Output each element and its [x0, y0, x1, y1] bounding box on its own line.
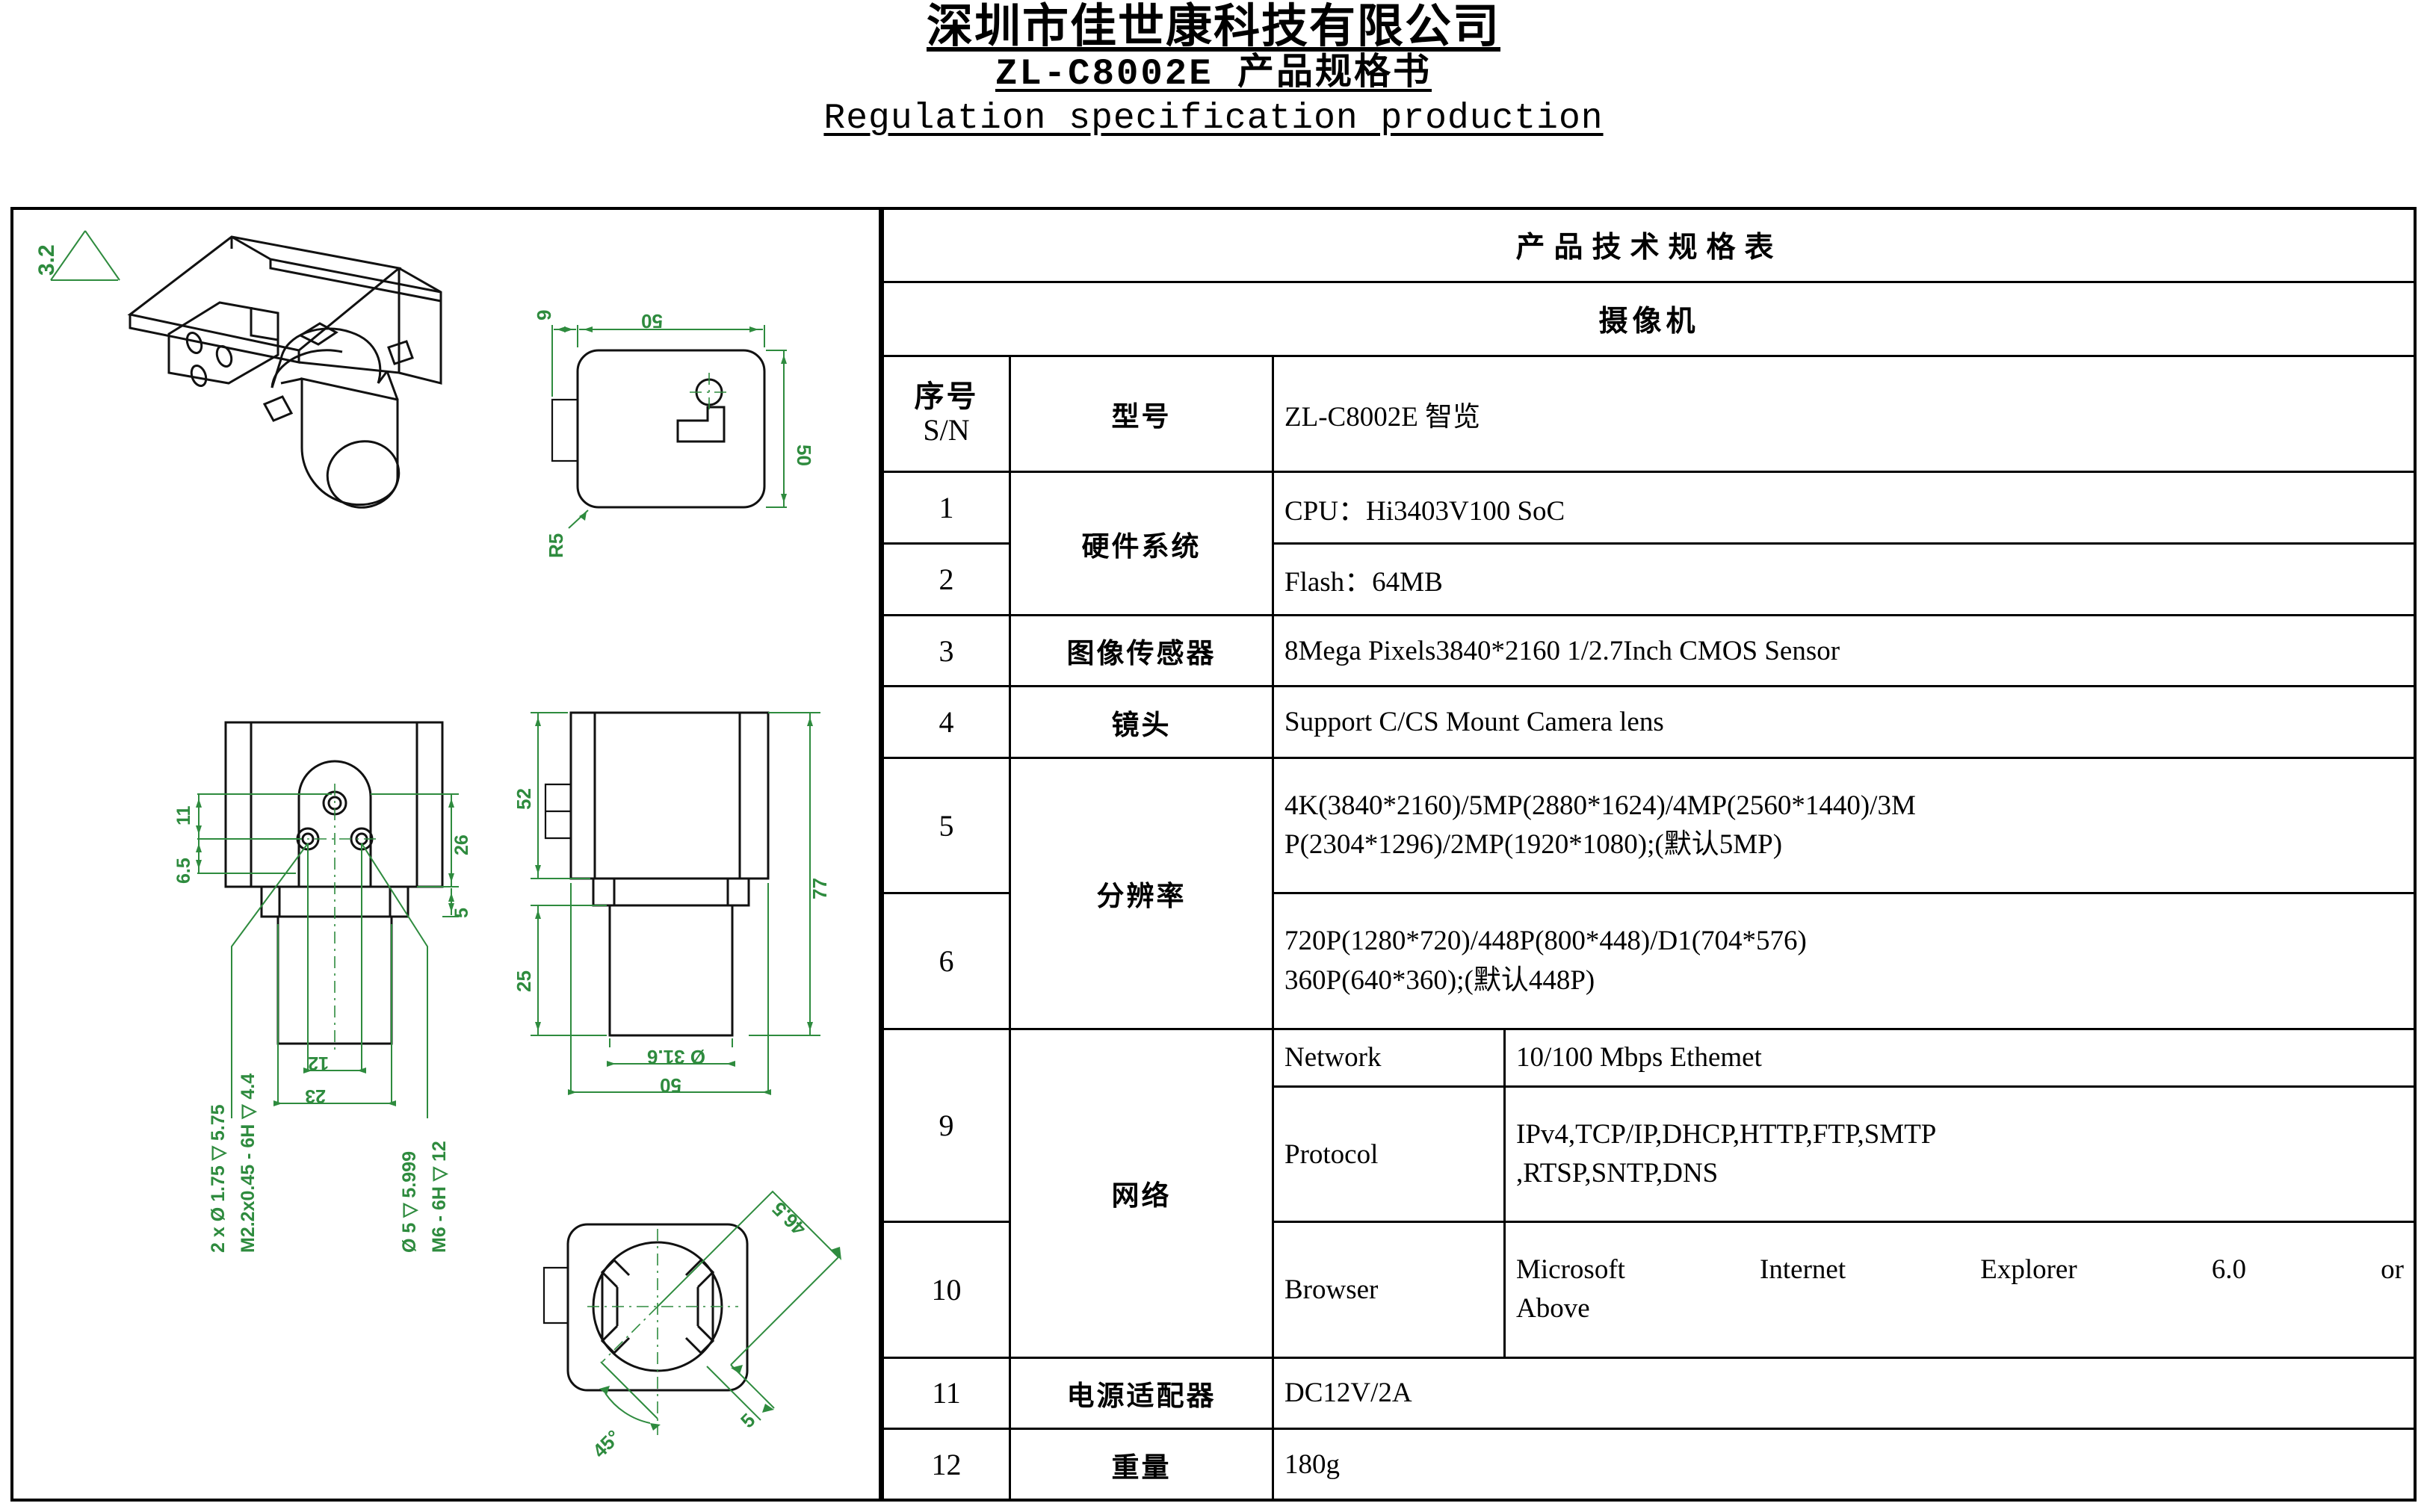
- row-value-resolution-low: 720P(1280*720)/448P(800*448)/D1(704*576)…: [1272, 892, 2417, 1030]
- row-value-sensor: 8Mega Pixels3840*2160 1/2.7Inch CMOS Sen…: [1272, 613, 2417, 688]
- company-name: 深圳市佳世康科技有限公司: [926, 1, 1500, 52]
- spec-table: 产品技术规格表 摄像机 序号 S/N 型号 ZL-C8002E 智览 1 硬件系…: [882, 207, 2417, 1502]
- drawing-panel: 3.2: [10, 207, 882, 1502]
- document-header: 深圳市佳世康科技有限公司 ZL-C8002E 产品规格书 Regulation …: [0, 0, 2427, 139]
- side-dim-25: 25: [513, 970, 535, 992]
- bottom-dim-23: 23: [305, 1085, 326, 1106]
- row-value-power: DC12V/2A: [1272, 1356, 2417, 1431]
- column-header-sn-en: S/N: [923, 413, 970, 447]
- row-sn-10: 10: [882, 1221, 1011, 1359]
- rear-dim-height: 50: [793, 444, 815, 466]
- table-title: 产品技术规格表: [882, 207, 2417, 283]
- table-subtitle-row: 摄像机: [882, 281, 2417, 357]
- table-row: 9 网络 Network 10/100 Mbps Ethemet: [882, 1027, 2417, 1359]
- protocol-line1: IPv4,TCP/IP,DHCP,HTTP,FTP,SMTP: [1516, 1118, 1937, 1150]
- row-item-hardware: 硬件系统: [1009, 471, 1274, 616]
- row-subkey-network: Network: [1272, 1027, 1506, 1088]
- row-value-flash: Flash：64MB: [1272, 542, 2417, 616]
- bottom-dim-6-5: 6.5: [173, 858, 194, 884]
- row-item-resolution: 分辨率: [1009, 757, 1274, 1030]
- table-row: 5 分辨率 4K(3840*2160)/5MP(2880*1624)/4MP(2…: [882, 757, 2417, 1030]
- row-sn-4: 4: [882, 685, 1011, 760]
- row-value-cpu: CPU：Hi3403V100 SoC: [1272, 471, 2417, 545]
- row-value-browser: Microsoft Internet Explorer 6.0 or Above: [1503, 1221, 2417, 1359]
- row-sn-6: 6: [882, 892, 1011, 1030]
- row-subkey-browser: Browser: [1272, 1221, 1506, 1359]
- bottom-hole-note-3: Ø 5 ▽ 5.999: [399, 1151, 420, 1253]
- row-sn-5: 5: [882, 757, 1011, 895]
- bottom-dim-5: 5: [451, 908, 472, 918]
- table-row: 10 Browser Microsoft Internet Explorer 6…: [882, 1221, 2417, 1359]
- spec-table-wrapper: 产品技术规格表 摄像机 序号 S/N 型号 ZL-C8002E 智览 1 硬件系…: [882, 207, 2417, 1502]
- browser-line2: Above: [1516, 1293, 1590, 1324]
- row-item-lens: 镜头: [1009, 685, 1274, 760]
- english-title: Regulation specification production: [823, 99, 1604, 140]
- table-row: Protocol IPv4,TCP/IP,DHCP,HTTP,FTP,SMTP …: [883, 1085, 2417, 1224]
- rear-dim-width: 50: [641, 310, 663, 332]
- table-row: 4 镜头 Support C/CS Mount Camera lens: [882, 685, 2417, 760]
- bottom-view: 11 6.5 26 5 12 23 2 x Ø 1.75 ▽ 5.75 M2.2…: [173, 721, 472, 1253]
- table-row: 11 电源适配器 DC12V/2A: [882, 1356, 2417, 1431]
- row-sn-12: 12: [882, 1428, 1011, 1502]
- surface-finish-value: 3.2: [34, 244, 59, 276]
- row-item-sensor: 图像传感器: [1009, 613, 1274, 688]
- table-row: 2 Flash：64MB: [882, 542, 2417, 616]
- rear-view: 9 50 50 R5: [533, 310, 815, 558]
- row-item-network: 网络: [1009, 1027, 1274, 1359]
- row-value-resolution-high: 4K(3840*2160)/5MP(2880*1624)/4MP(2560*14…: [1272, 757, 2417, 895]
- column-header-sn-cn: 序号: [914, 380, 979, 414]
- row-value-weight: 180g: [1272, 1428, 2417, 1502]
- resolution-high-line1: 4K(3840*2160)/5MP(2880*1624)/4MP(2560*14…: [1284, 790, 1916, 821]
- table-row: 1 硬件系统 CPU：Hi3403V100 SoC: [882, 471, 2417, 616]
- isometric-view: [127, 235, 442, 509]
- row-sn-1: 1: [882, 471, 1011, 545]
- side-dim-lens-dia: Ø 31.6: [647, 1046, 705, 1068]
- side-dim-50: 50: [660, 1074, 681, 1097]
- bottom-hole-note-2: M2.2x0.45 - 6H ▽ 4.4: [238, 1073, 259, 1253]
- row-sn-3: 3: [882, 613, 1011, 688]
- front-view: 46.5 45° 5: [542, 1190, 841, 1462]
- row-value-network: 10/100 Mbps Ethemet: [1503, 1027, 2417, 1088]
- browser-line1: Microsoft Internet Explorer 6.0 or: [1516, 1254, 2404, 1285]
- rear-dim-depth: 9: [533, 310, 555, 320]
- row-item-model: 型号: [1009, 354, 1274, 474]
- table-row: 3 图像传感器 8Mega Pixels3840*2160 1/2.7Inch …: [882, 613, 2417, 688]
- row-value-protocol: IPv4,TCP/IP,DHCP,HTTP,FTP,SMTP ,RTSP,SNT…: [1503, 1085, 2417, 1224]
- surface-finish-symbol: 3.2: [34, 230, 120, 281]
- row-item-power: 电源适配器: [1009, 1356, 1274, 1431]
- row-sn-9: 9: [882, 1027, 1011, 1224]
- bottom-hole-note-1: 2 x Ø 1.75 ▽ 5.75: [208, 1104, 229, 1253]
- row-value-lens: Support C/CS Mount Camera lens: [1272, 685, 2417, 760]
- column-header-sn: 序号 S/N: [882, 354, 1011, 474]
- model-title: ZL-C8002E 产品规格书: [995, 53, 1432, 96]
- front-dim-5: 5: [736, 1409, 759, 1432]
- row-item-weight: 重量: [1009, 1428, 1274, 1502]
- side-view: 52 25 77 Ø 31.6 50: [513, 711, 831, 1097]
- resolution-low-line2: 360P(640*360);(默认448P): [1284, 964, 1595, 996]
- bottom-dim-11: 11: [173, 805, 194, 825]
- table-row: 序号 S/N 型号 ZL-C8002E 智览: [882, 354, 2417, 474]
- row-sn-2: 2: [882, 542, 1011, 616]
- front-dim-angle: 45°: [588, 1425, 625, 1462]
- table-subtitle: 摄像机: [882, 281, 2417, 357]
- row-subkey-protocol: Protocol: [1272, 1085, 1506, 1224]
- resolution-low-line1: 720P(1280*720)/448P(800*448)/D1(704*576): [1284, 926, 1807, 956]
- bottom-dim-12: 12: [308, 1053, 329, 1073]
- row-value-model: ZL-C8002E 智览: [1272, 354, 2417, 474]
- table-row: 6 720P(1280*720)/448P(800*448)/D1(704*57…: [882, 892, 2417, 1030]
- side-dim-77: 77: [809, 878, 831, 899]
- bottom-dim-26: 26: [451, 834, 472, 855]
- row-sn-11: 11: [882, 1356, 1011, 1431]
- protocol-line2: ,RTSP,SNTP,DNS: [1516, 1158, 1719, 1189]
- table-title-row: 产品技术规格表: [882, 207, 2417, 283]
- side-dim-52: 52: [513, 788, 535, 810]
- table-row: 12 重量 180g: [882, 1428, 2417, 1502]
- bottom-hole-note-4: M6 - 6H ▽ 12: [429, 1141, 450, 1253]
- resolution-high-line2: P(2304*1296)/2MP(1920*1080);(默认5MP): [1284, 829, 1783, 861]
- rear-dim-radius: R5: [545, 533, 567, 558]
- front-dim-diagonal: 46.5: [767, 1197, 810, 1240]
